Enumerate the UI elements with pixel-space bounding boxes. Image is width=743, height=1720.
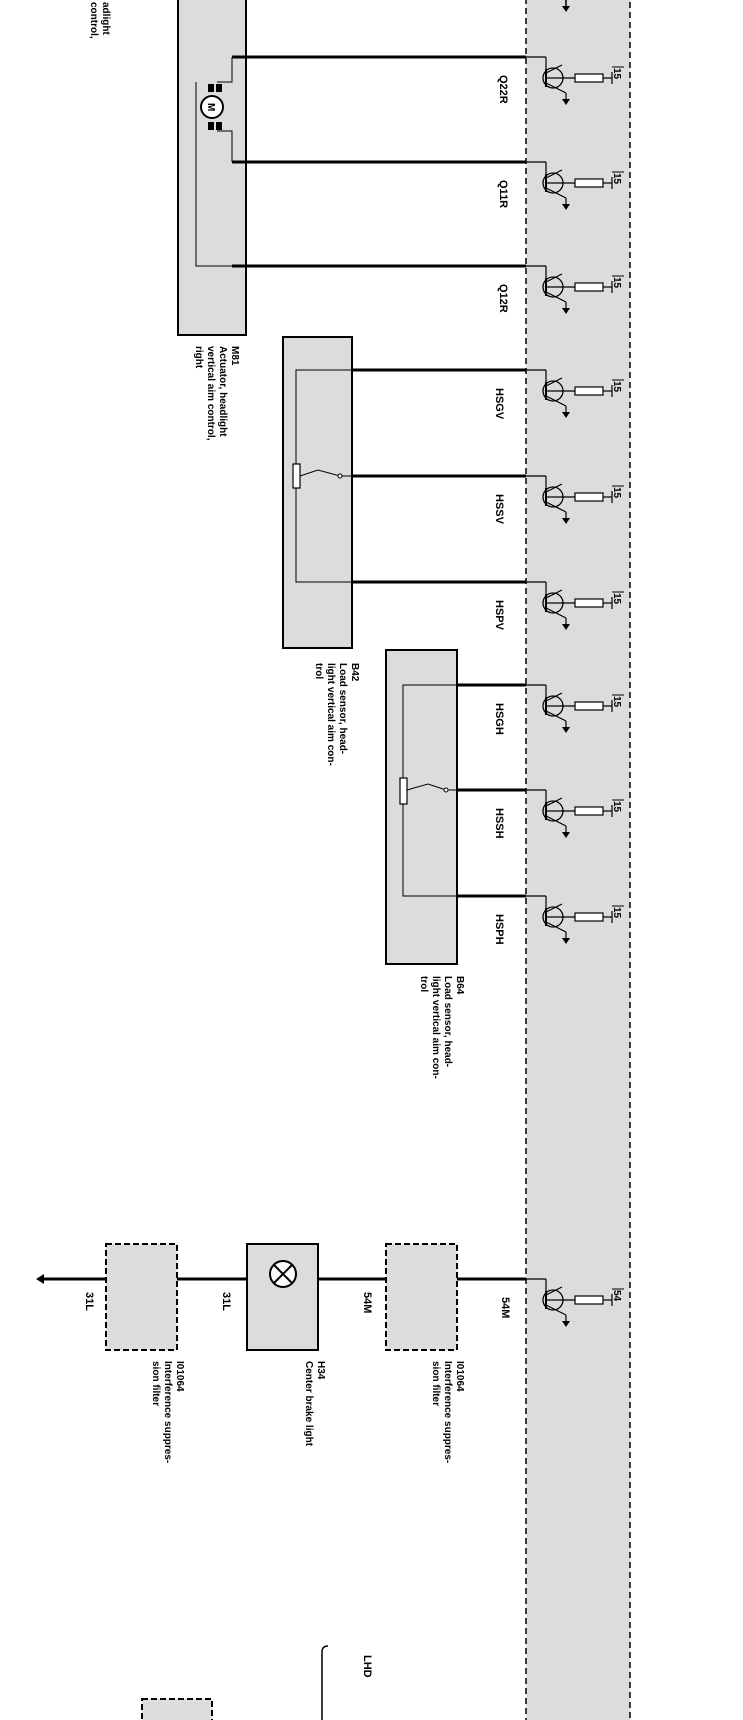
resistor-symbol [574,912,604,922]
m81-desc: vertical aim control, [205,346,216,441]
m81-actuator: M [177,0,247,336]
partial-component-box [141,1698,213,1720]
signal-row-q12r [232,264,624,314]
h34-desc: Center brake light [303,1361,314,1447]
signal-label: HSGV [493,388,505,420]
signal-row-hssh [457,788,624,838]
motor-symbol [200,95,224,119]
h34-id: H34 [315,1361,326,1380]
signal-label: HSSH [493,808,505,839]
signal-label: Q12R [497,284,509,313]
signal-label: HSPV [493,600,505,631]
b64-desc: Load sensor, head- [442,976,453,1067]
pin-number: 15 [611,696,622,708]
b64-desc: trol [418,976,429,992]
signal-row-hssv [352,474,624,524]
signal-label: 54M [499,1297,511,1318]
pin-number: 15 [611,593,622,605]
b42-desc: Load sensor, head- [337,663,348,754]
m81-desc: right [193,346,204,369]
motor-label: M [205,103,216,111]
top-left-caption: adlight [100,2,111,35]
resistor-symbol [574,73,604,83]
signal-row-q11r [232,160,624,210]
pin-number: 15 [611,381,622,393]
signal-row-54m [457,1277,624,1327]
i01064-a-id: I01064 [454,1361,465,1392]
signal-label: HSPH [493,914,505,945]
b64-load-sensor [385,649,458,965]
signal-label: HSGH [493,703,505,735]
signal-row-hsgh [457,683,624,733]
resistor-symbol [574,282,604,292]
resistor-symbol [574,598,604,608]
i01064-b-id: I01064 [174,1361,185,1392]
signal-row-hsph [457,894,624,944]
wire-label-54m: 54M [361,1292,373,1313]
h34-center-brake-light [246,1243,319,1351]
resistor-symbol [574,1295,604,1305]
i01064-filter-a [385,1243,458,1351]
resistor-symbol [574,806,604,816]
i01064-a-desc: sion filter [430,1361,441,1406]
pin-number: 54 [611,1290,622,1302]
pin-number: 15 [611,907,622,919]
b64-id: B64 [454,976,465,995]
b42-desc: trol [313,663,324,679]
i01064-b-desc: sion filter [150,1361,161,1406]
pin-number: 15 [611,801,622,813]
ground-arrow [36,1274,44,1284]
i01064-filter-b [105,1243,178,1351]
b42-load-sensor [282,336,353,649]
pin-number: 15 [611,277,622,289]
control-unit-panel [525,0,631,1720]
pin-number: 15 [611,68,622,80]
signal-label: HSSV [493,494,505,525]
panel-arrow-head [562,6,570,12]
b64-desc: light vertical aim con- [430,976,441,1079]
top-left-caption: control, [88,2,99,39]
b42-id: B42 [349,663,360,682]
signal-row-q22r [232,55,624,105]
i01064-a-desc: Interference suppres- [442,1361,453,1463]
pin-number: 15 [611,173,622,185]
pin-number: 15 [611,487,622,499]
resistor-symbol [574,701,604,711]
signal-label: Q22R [497,75,509,104]
signal-row-hsgv [352,368,624,418]
signal-label: Q11R [497,180,509,208]
wire-label-31l: 31L [220,1292,232,1311]
b42-desc: light vertical aim con- [325,663,336,766]
m81-desc: Actuator, headlight [217,346,228,437]
lhd-label: LHD [361,1655,373,1678]
resistor-symbol [574,492,604,502]
resistor-symbol [574,386,604,396]
signal-row-hspv [352,580,624,630]
m81-id: M81 [229,346,240,366]
resistor-symbol [574,178,604,188]
wire-label-31l: 31L [83,1292,95,1311]
i01064-b-desc: Interference suppres- [162,1361,173,1463]
lhd-bracket [321,1645,329,1720]
